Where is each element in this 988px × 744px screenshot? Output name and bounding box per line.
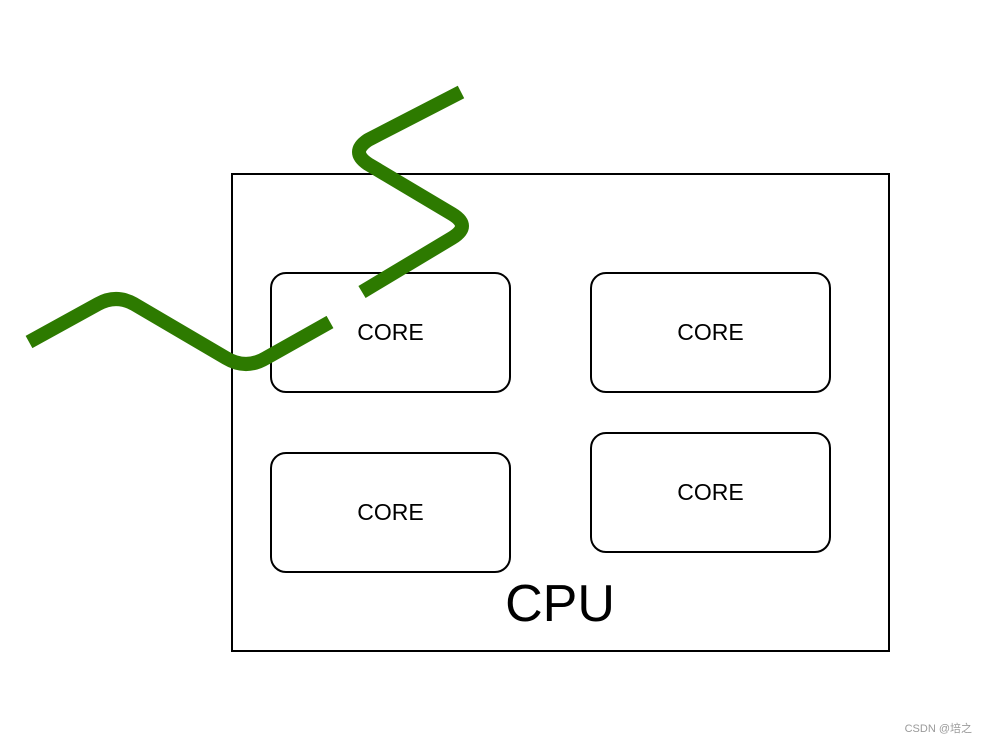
core-label: CORE — [677, 479, 744, 505]
core-box-top-left: CORE — [270, 272, 511, 393]
core-label: CORE — [357, 499, 424, 525]
cpu-label: CPU — [505, 575, 615, 633]
core-label: CORE — [357, 319, 424, 345]
core-box-bottom-right: CORE — [590, 432, 831, 553]
core-box-bottom-left: CORE — [270, 452, 511, 573]
core-box-top-right: CORE — [590, 272, 831, 393]
watermark: CSDN @培之 — [904, 723, 972, 735]
core-label: CORE — [677, 319, 744, 345]
